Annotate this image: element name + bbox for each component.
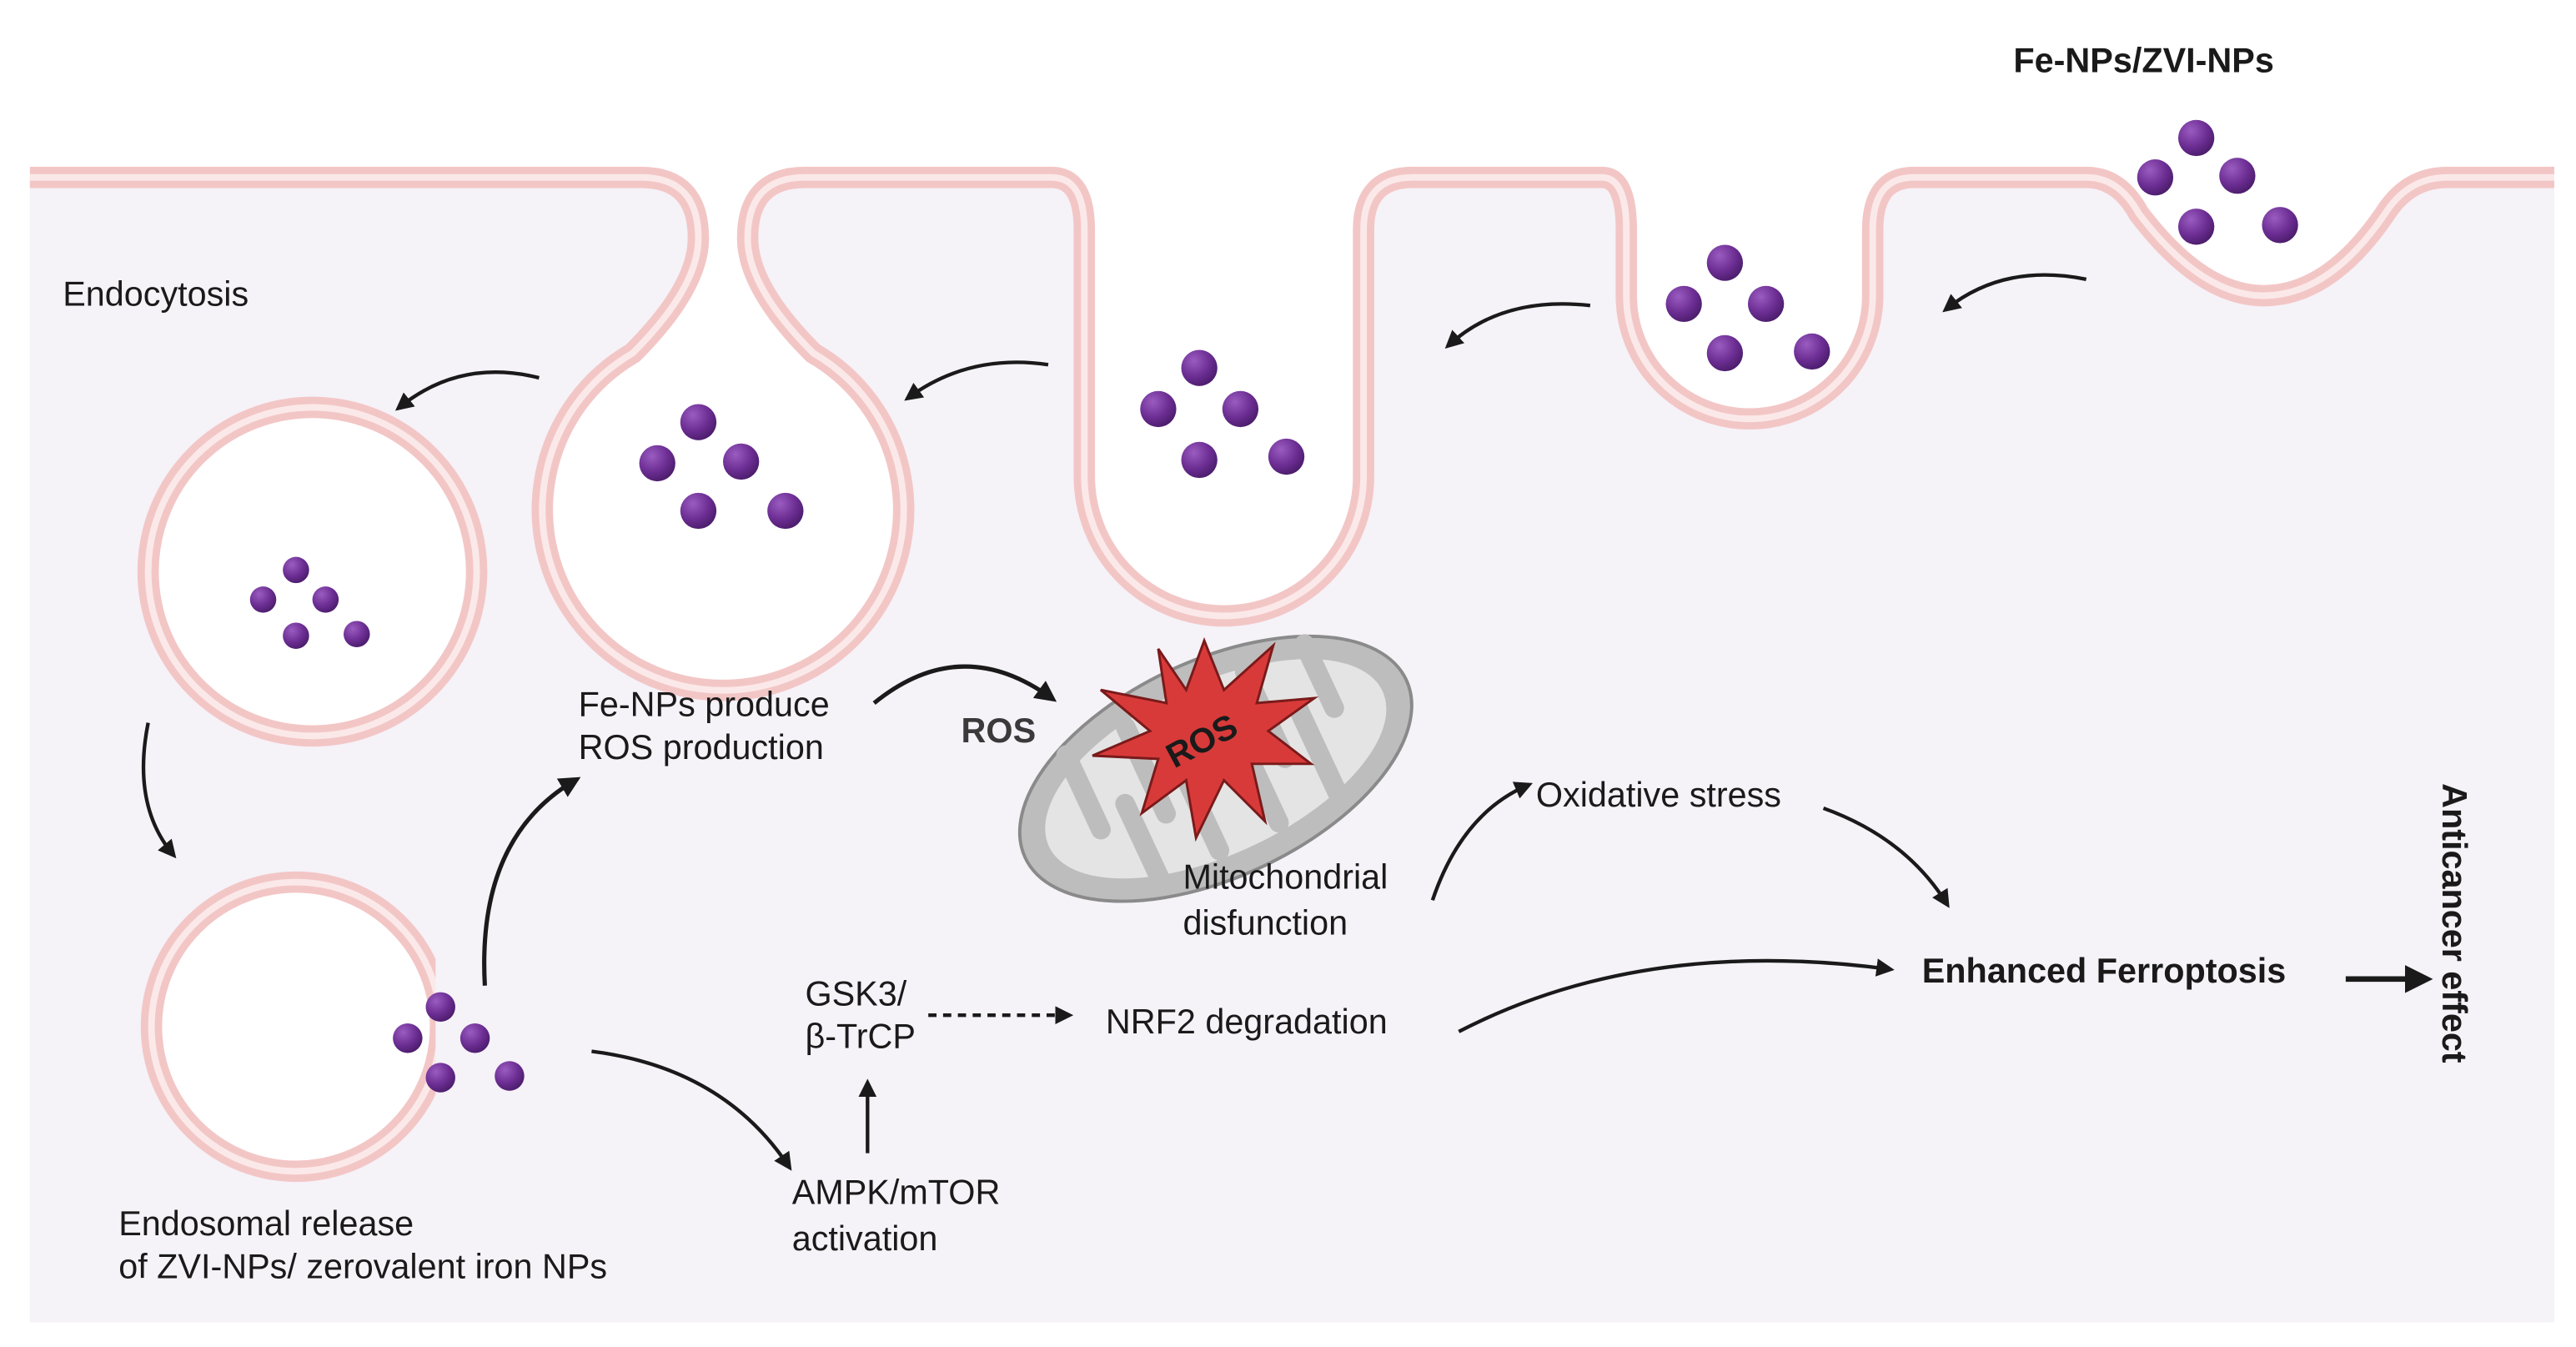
nanoparticle-icon bbox=[2219, 158, 2256, 194]
arrow-to-mito bbox=[872, 664, 1057, 705]
nanoparticle-icon bbox=[1222, 390, 1259, 428]
nanoparticle-icon bbox=[1181, 349, 1218, 386]
cell-membrane bbox=[29, 166, 2554, 701]
nanoparticle-icon bbox=[1181, 441, 1218, 479]
nanoparticle-icon bbox=[249, 586, 277, 613]
arrow-to-endosome bbox=[141, 722, 177, 859]
label-gsk3-2: β-TrCP bbox=[805, 1018, 915, 1056]
label-anticancer-effect: Anticancer effect bbox=[2435, 783, 2473, 1063]
nanoparticle-icon bbox=[1706, 244, 1744, 281]
nanoparticle-icon bbox=[2177, 119, 2215, 157]
arrow-to-oxidative bbox=[1430, 782, 1534, 901]
nanoparticle-icon bbox=[393, 1023, 423, 1053]
ros-starburst-icon bbox=[1092, 636, 1319, 842]
nanoparticle-icon bbox=[425, 1063, 455, 1093]
nanoparticle-icon bbox=[1794, 333, 1830, 370]
nanoparticle-icon bbox=[312, 586, 339, 613]
arrows bbox=[141, 273, 2433, 1171]
nanoparticle-icon bbox=[283, 622, 309, 649]
label-mito-2: disfunction bbox=[1183, 904, 1348, 942]
nanoparticle-icon bbox=[1706, 334, 1744, 372]
endocytic-vesicle bbox=[137, 396, 488, 747]
arrow-to-ampk bbox=[591, 1049, 792, 1171]
arrow-entry bbox=[1942, 273, 2087, 313]
label-gsk3-1: GSK3/ bbox=[805, 974, 906, 1013]
label-endocytosis: Endocytosis bbox=[63, 274, 249, 313]
nanoparticle-icon bbox=[639, 445, 675, 482]
label-ampk-2: activation bbox=[792, 1219, 938, 1258]
ros-faded-label: ROS bbox=[962, 711, 1037, 750]
nanoparticle-icon bbox=[1140, 390, 1177, 428]
nanoparticle-icon bbox=[680, 492, 717, 530]
arrow-to-ros bbox=[482, 777, 581, 986]
arrow-vesicle bbox=[394, 370, 540, 411]
nanoparticle-icon bbox=[2137, 159, 2174, 196]
label-enhanced-ferroptosis: Enhanced Ferroptosis bbox=[1922, 952, 2287, 990]
label-oxidative-stress: Oxidative stress bbox=[1536, 776, 1781, 814]
arrow-pocket3 bbox=[1444, 302, 1591, 349]
arrow-nrf2-to-ferroptosis bbox=[1458, 958, 1895, 1033]
nanoparticle-icon bbox=[283, 556, 309, 584]
nanoparticle-icon bbox=[425, 992, 455, 1023]
nanoparticle-icon bbox=[1747, 285, 1785, 323]
arrow-pocket2 bbox=[904, 360, 1049, 401]
nanoparticle-icon bbox=[722, 443, 760, 480]
label-endosomal-1: Endosomal release bbox=[118, 1204, 414, 1243]
nanoparticle-icon bbox=[2262, 207, 2298, 244]
label-mito-1: Mitochondrial bbox=[1183, 858, 1388, 897]
nanoparticle-icon bbox=[495, 1061, 525, 1091]
label-nrf2: NRF2 degradation bbox=[1106, 1003, 1388, 1041]
nanoparticle-icon bbox=[459, 1023, 490, 1053]
nanoparticle-icon bbox=[1268, 438, 1305, 475]
nanoparticle-icon bbox=[2177, 209, 2215, 245]
label-fe-nps-ros-2: ROS production bbox=[579, 728, 824, 766]
nanoparticle-icon bbox=[680, 404, 717, 440]
arrow-oxidative-to-ferroptosis bbox=[1822, 806, 1950, 908]
label-fe-nps-ros-1: Fe-NPs produce bbox=[579, 686, 830, 724]
nanoparticle-icon bbox=[767, 492, 804, 530]
label-ampk-1: AMPK/mTOR bbox=[792, 1174, 1001, 1212]
nanoparticles bbox=[249, 119, 2298, 1093]
nanoparticle-icon bbox=[344, 621, 370, 647]
title-fe-nps: Fe-NPs/ZVI-NPs bbox=[2013, 42, 2273, 80]
label-endosomal-2: of ZVI-NPs/ zerovalent iron NPs bbox=[118, 1247, 607, 1285]
nanoparticle-icon bbox=[1665, 285, 1702, 323]
